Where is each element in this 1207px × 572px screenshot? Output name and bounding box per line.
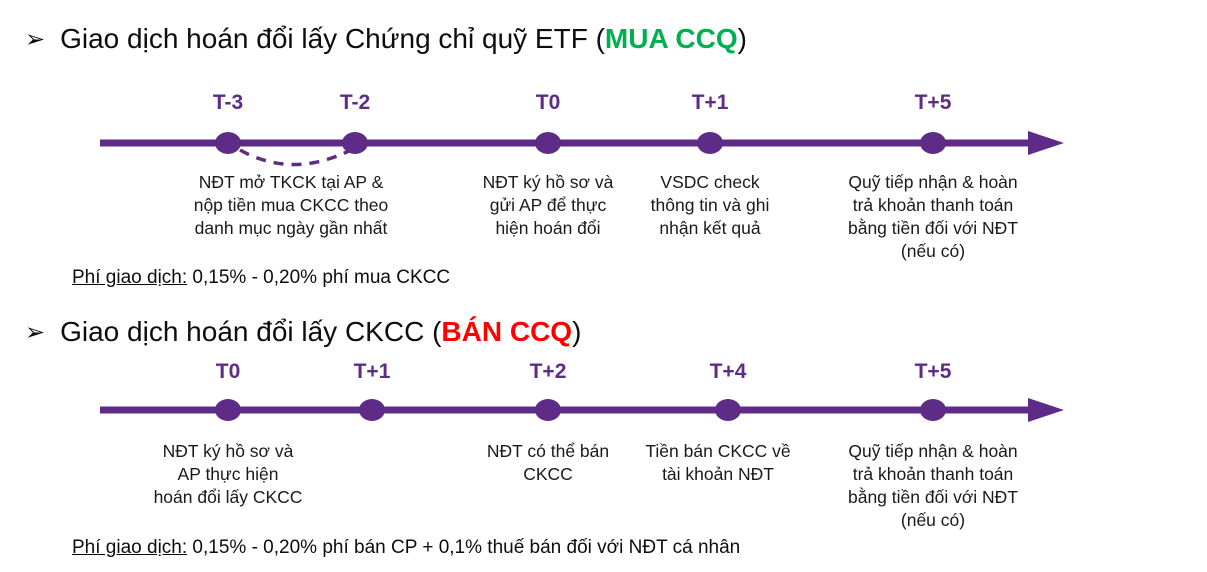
timeline2-dot-t4: [715, 399, 741, 421]
fee2-text: 0,15% - 0,20% phí bán CP + 0,1% thuế bán…: [187, 537, 741, 558]
fee2-label: Phí giao dịch:: [72, 537, 188, 558]
timeline2-dot-t0: [215, 399, 241, 421]
timeline2-label-2: T+2: [529, 360, 567, 383]
timeline2-arrowhead-icon: [1028, 398, 1064, 422]
section1-title-prefix: Giao dịch hoán đổi lấy Chứng chỉ quỹ ETF…: [60, 23, 605, 54]
timeline1-graphic: [100, 131, 1064, 167]
timeline1-dashed-arc: [239, 148, 352, 167]
timeline1-label-0: T-3: [212, 91, 244, 114]
timeline1-dot-t1: [697, 132, 723, 154]
timeline1-desc-3: Quỹ tiếp nhận & hoàn trả khoản thanh toá…: [847, 172, 1019, 261]
section1-title-highlight: MUA CCQ: [604, 23, 738, 54]
timeline2-dot-t2: [535, 399, 561, 421]
timeline2-label-4: T+5: [914, 360, 952, 383]
timeline1-dot-t-2: [342, 132, 368, 154]
timeline1-dot-t5: [920, 132, 946, 154]
timeline1-label-2: T0: [535, 91, 561, 114]
timeline2-dot-t5: [920, 399, 946, 421]
arrow-bullet-icon: ➢: [25, 319, 46, 346]
section1-title-suffix: ): [737, 23, 747, 54]
timeline1-dot-t0: [535, 132, 561, 154]
timeline2-desc-2: Tiền bán CKCC về tài khoản NĐT: [645, 441, 791, 484]
timeline2-label-0: T0: [215, 360, 241, 383]
timeline2-desc-1: NĐT có thể bán CKCC: [486, 441, 610, 484]
timeline2-desc-3: Quỹ tiếp nhận & hoàn trả khoản thanh toá…: [847, 441, 1019, 530]
fee1-text: 0,15% - 0,20% phí mua CKCC: [187, 267, 451, 288]
timeline1-label-1: T-2: [339, 91, 371, 114]
section2-title-highlight: BÁN CCQ: [441, 316, 573, 347]
arrow-bullet-icon: ➢: [25, 26, 46, 53]
timeline2-desc-0: NĐT ký hồ sơ và AP thực hiện hoán đổi lấ…: [153, 441, 303, 507]
section2-title-suffix: ): [572, 316, 582, 347]
timeline2-label-3: T+4: [709, 360, 747, 383]
timeline1-label-3: T+1: [691, 91, 729, 114]
section1-title: ➢ Giao dịch hoán đổi lấy Chứng chỉ quỹ ET…: [25, 22, 747, 58]
timeline1-arrowhead-icon: [1028, 131, 1064, 155]
section2-fee: Phí giao dịch: 0,15% - 0,20% phí bán CP …: [72, 537, 740, 559]
timeline1-desc-0: NĐT mở TKCK tại AP & nộp tiền mua CKCC t…: [193, 172, 389, 238]
timeline1-label-4: T+5: [914, 91, 952, 114]
timeline1-dot-t-3: [215, 132, 241, 154]
timeline1-desc-2: VSDC check thông tin và ghi nhận kết quả: [650, 172, 770, 238]
section1-fee: Phí giao dịch: 0,15% - 0,20% phí mua CKC…: [72, 267, 450, 289]
timeline2-dot-t1: [359, 399, 385, 421]
timeline2-label-1: T+1: [353, 360, 391, 383]
timeline1-desc-1: NĐT ký hồ sơ và gửi AP để thực hiện hoán…: [482, 172, 614, 238]
fee1-label: Phí giao dịch:: [72, 267, 188, 288]
section2-title-prefix: Giao dịch hoán đổi lấy CKCC (: [60, 316, 442, 347]
timeline2-graphic: [100, 398, 1064, 422]
section2-title: ➢ Giao dịch hoán đổi lấy CKCC (BÁN CCQ): [25, 315, 581, 351]
